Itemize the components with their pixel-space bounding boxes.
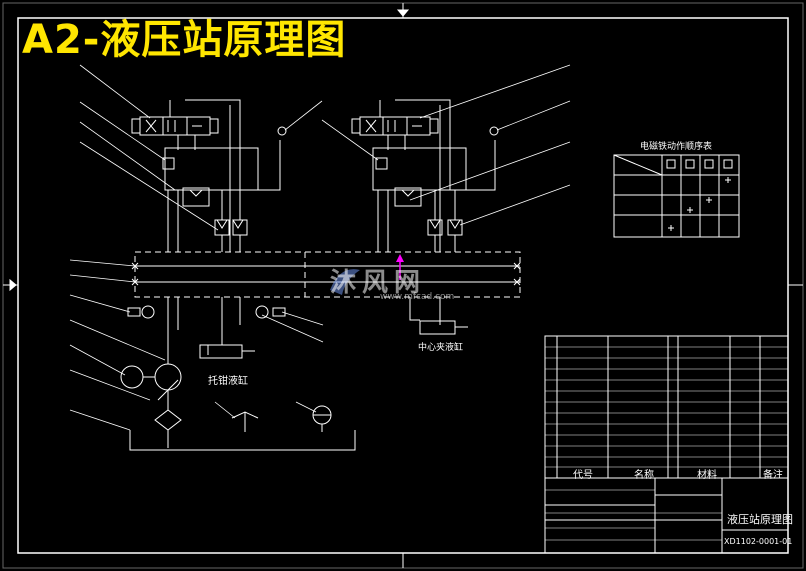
manifold-lines (131, 262, 521, 286)
title-block-drawing-name: 液压站原理图 (727, 513, 793, 526)
leader-lines (69, 64, 571, 431)
watermark-logo (330, 254, 404, 295)
centring-marks (3, 3, 803, 568)
cylinder-label-right: 中心夹液缸 (418, 343, 464, 353)
watermark-text: 沐风网 (330, 268, 427, 298)
drawing-title: A2-液压站原理图 (22, 17, 347, 63)
title-block-material-header: 材料 (697, 470, 717, 481)
title-block-code-header: 代号 (573, 470, 593, 481)
title-block-name-header: 名称 (634, 470, 654, 481)
title-block-drawing-number: XD1102-0001-01 (724, 537, 793, 546)
sequence-table-title: 电磁铁动作顺序表 (640, 142, 713, 152)
sequence-table (613, 154, 740, 238)
title-block-remark-header: 备注 (763, 470, 783, 481)
manifold-block (134, 251, 521, 298)
cylinder-label-left: 托钳液缸 (208, 376, 248, 387)
parts-list (544, 335, 789, 554)
pipes-lower (127, 297, 468, 359)
right-valve-stack (351, 99, 499, 252)
watermark-url: www.mfcad.com (380, 292, 455, 302)
left-valve-stack (131, 99, 287, 252)
pump-group (120, 345, 356, 451)
parts-list-rows (545, 346, 788, 541)
